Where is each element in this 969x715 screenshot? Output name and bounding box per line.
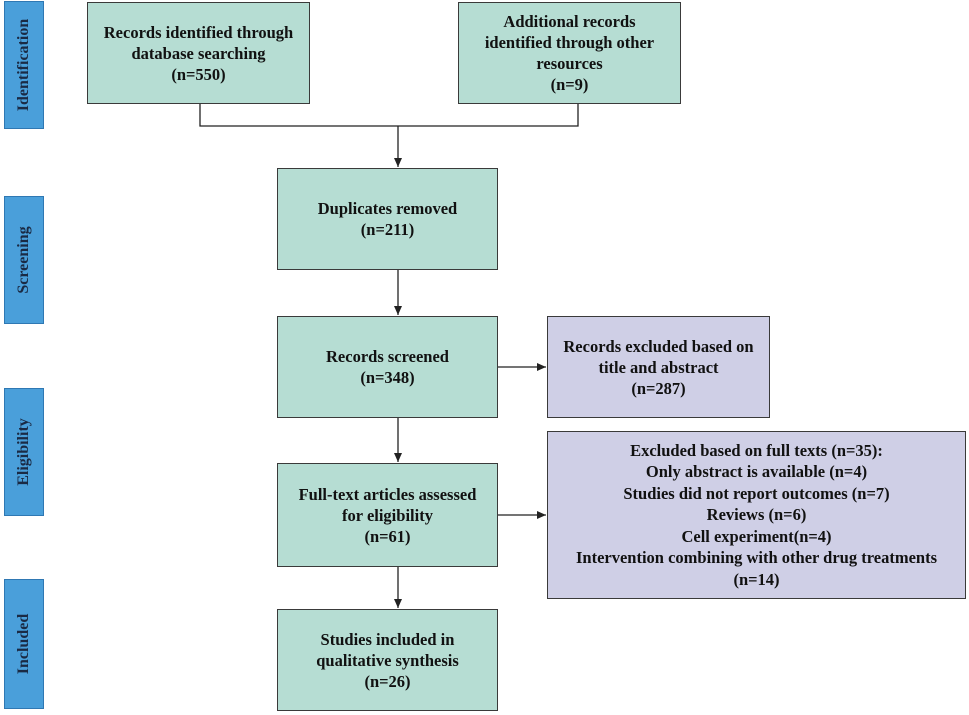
full-text-assessed-line: (n=61) [364, 526, 411, 546]
duplicates-removed-line: Duplicates removed [317, 199, 458, 218]
duplicates-removed-line: (n=211) [360, 220, 415, 239]
phase-eligibility: Eligibility [4, 388, 44, 516]
other-records-box: Additional records identified through oth… [458, 2, 681, 104]
studies-included-line: (n=26) [364, 671, 411, 691]
full-text-assessed-line: for eligibility [342, 505, 433, 525]
records-screened-line: Records screened [326, 347, 449, 366]
studies-included-line: Studies included in [320, 629, 455, 649]
full-text-assessed-line: Full-text articles assessed [298, 484, 477, 504]
excluded-full-text-line: Reviews (n=6) [706, 505, 807, 525]
excluded-full-text-line: Intervention combining with other drug t… [575, 548, 937, 568]
phase-screening: Screening [4, 196, 44, 324]
duplicates-removed-box: Duplicates removed (n=211) [277, 168, 498, 270]
records-screened-box: Records screened (n=348) [277, 316, 498, 418]
other-records-line: resources [536, 54, 603, 73]
excluded-full-text-line: Studies did not report outcomes (n=7) [623, 483, 890, 503]
excluded-full-text-line: (n=14) [733, 569, 780, 589]
other-records-line: Additional records [503, 12, 636, 31]
excluded-full-text-line: Only abstract is available (n=4) [645, 462, 868, 482]
excluded-title-abstract-line: title and abstract [598, 357, 719, 377]
database-records-line: database searching [131, 43, 266, 63]
other-records-line: (n=9) [550, 75, 589, 94]
database-records-line: (n=550) [171, 64, 226, 84]
excluded-title-abstract-line: (n=287) [631, 378, 686, 398]
phase-identification: Identification [4, 1, 44, 129]
database-records-line: Records identified through [103, 22, 294, 42]
phase-included: Included [4, 579, 44, 709]
records-screened-line: (n=348) [360, 368, 415, 387]
studies-included-line: qualitative synthesis [316, 650, 459, 670]
excluded-title-abstract-line: Records excluded based on [563, 336, 754, 356]
excluded-full-text-line: Cell experiment(n=4) [681, 526, 832, 546]
merge-connector [199, 104, 579, 127]
excluded-full-text-line: Excluded based on full texts (n=35): [630, 440, 883, 460]
excluded-full-text-box: Excluded based on full texts (n=35):Only… [547, 431, 966, 599]
other-records-line: identified through other [484, 33, 655, 52]
